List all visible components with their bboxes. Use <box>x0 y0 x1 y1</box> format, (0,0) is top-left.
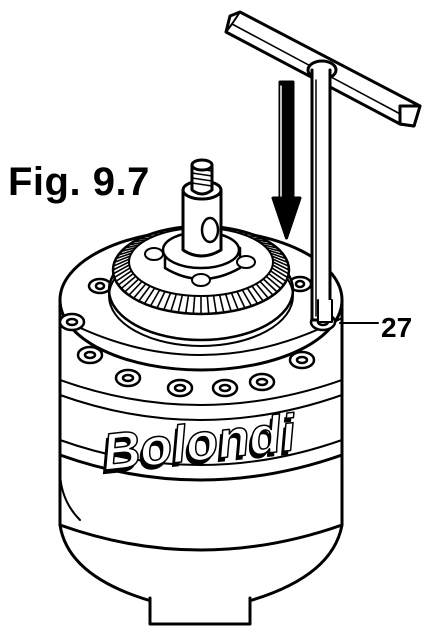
gear-tooth <box>262 278 279 293</box>
gear-tooth <box>112 258 131 268</box>
gear-tooth <box>224 227 232 231</box>
gear-tooth <box>138 285 151 302</box>
gear-tooth <box>224 293 232 313</box>
gear-tooth <box>170 227 178 231</box>
figure-label: Fig. 9.7 <box>8 160 150 204</box>
gear-tooth <box>184 294 190 315</box>
gear-tooth <box>112 264 131 275</box>
gear-tooth <box>113 255 131 264</box>
gear-tooth <box>262 244 279 249</box>
gear-tooth <box>128 280 143 297</box>
gear-tooth <box>271 255 289 264</box>
spindle <box>181 158 223 258</box>
brand-logo: Bolondi Bolondi <box>97 403 300 486</box>
gear-tooth <box>156 290 166 309</box>
gear-tooth <box>246 287 259 305</box>
gear-tooth <box>115 269 133 283</box>
gear-tooth <box>241 289 253 307</box>
gear-tooth <box>218 293 225 314</box>
gear-tooth <box>117 249 135 256</box>
callout-number: 27 <box>381 312 413 343</box>
gear-tooth <box>272 261 290 271</box>
gear-tooth <box>251 285 265 302</box>
gear-tooth <box>177 293 184 314</box>
gear-tooth <box>132 239 147 243</box>
gear-tooth <box>265 246 282 253</box>
gear-tooth <box>156 231 166 234</box>
gear-tooth <box>236 290 246 309</box>
gear-tooth <box>120 275 137 290</box>
gear-tooth <box>115 252 133 260</box>
gear-tooth <box>138 237 151 240</box>
gear-tooth <box>271 258 290 268</box>
gear-tooth <box>149 289 161 307</box>
gear-tooth <box>206 295 210 315</box>
t-handle-hex-key-icon <box>224 10 422 323</box>
gear-tooth <box>267 272 285 286</box>
gear-tooth <box>113 267 131 279</box>
gear-tooth <box>265 275 282 290</box>
gear-tooth <box>267 249 285 256</box>
gear-tooth <box>269 269 287 283</box>
gear-tooth <box>117 272 135 286</box>
gear-tooth <box>271 267 289 279</box>
gear-tooth <box>255 283 270 300</box>
gear-tooth <box>230 229 239 232</box>
down-arrow-icon <box>271 80 302 240</box>
gear-tooth <box>271 264 290 275</box>
gear-tooth <box>269 252 287 260</box>
gear-tooth <box>255 239 270 243</box>
gear-tooth <box>170 293 178 313</box>
gear-tooth <box>128 241 143 246</box>
gear-tooth <box>163 229 172 232</box>
gear-tooth <box>230 291 239 311</box>
lower-body <box>58 453 344 626</box>
gear-tooth <box>120 246 137 253</box>
gear-tooth <box>163 291 172 311</box>
gear-tooth <box>112 261 130 271</box>
gear-tooth <box>259 241 274 246</box>
gear-tooth <box>251 237 265 240</box>
gear-tooth <box>192 295 196 315</box>
gear-tooth <box>236 231 246 234</box>
gear-tooth <box>212 294 218 315</box>
gear-tooth <box>259 280 274 297</box>
gear-tooth <box>124 278 140 293</box>
gear-tooth <box>143 287 156 305</box>
gear-tooth <box>124 244 140 249</box>
gear-tooth <box>132 283 147 300</box>
